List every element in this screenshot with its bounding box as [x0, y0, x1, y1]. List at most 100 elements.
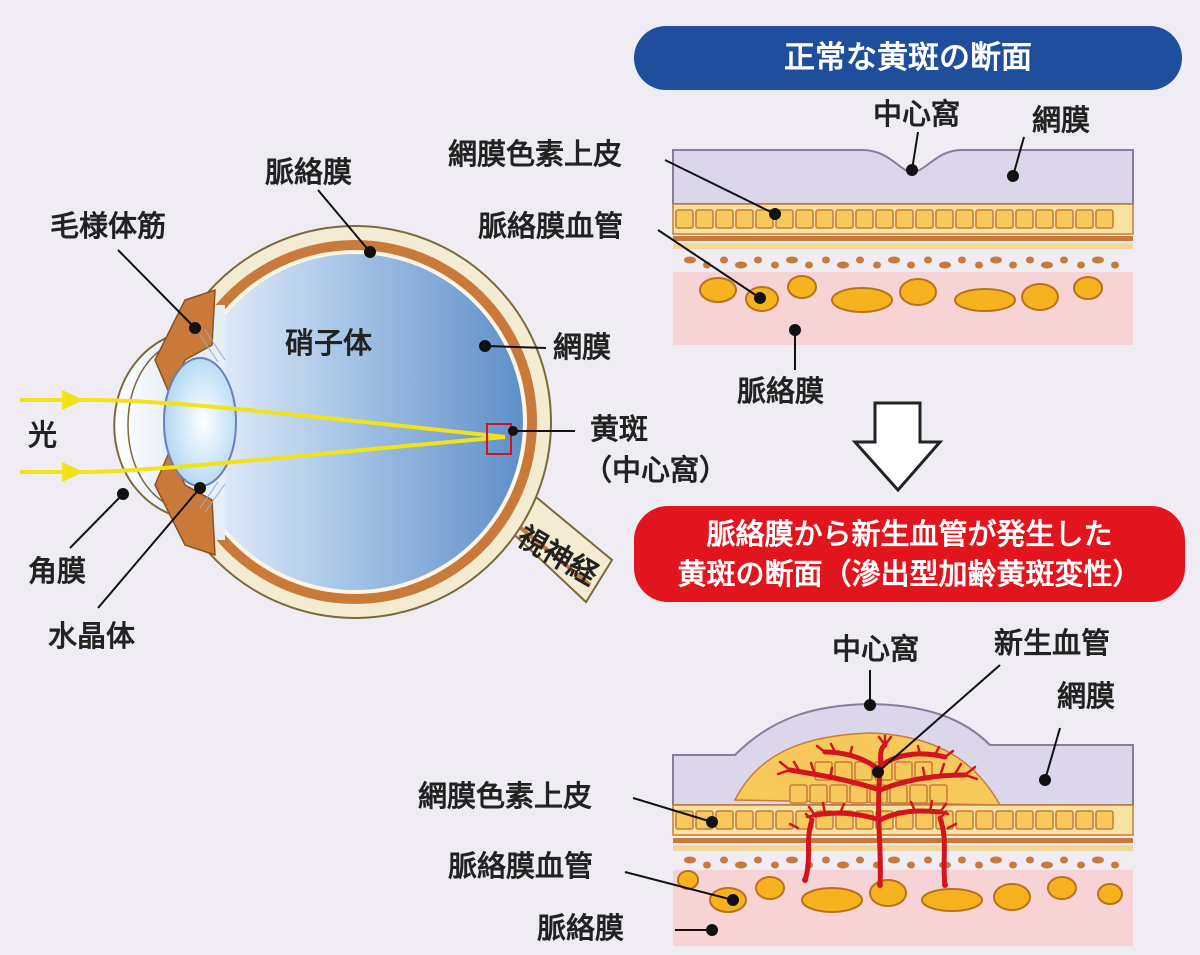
rpe-cell-raised	[789, 784, 808, 804]
small-vessel	[1009, 261, 1017, 269]
rpe-cell	[1035, 209, 1054, 229]
label-new-vessel: 新生血管	[994, 626, 1111, 660]
small-vessel	[856, 256, 864, 264]
rpe-cell	[955, 209, 974, 229]
rpe-cell	[695, 209, 714, 229]
rpe-cell	[855, 209, 874, 229]
small-vessel	[1060, 256, 1068, 264]
label-choroid-vessel-disease: 脈絡膜血管	[448, 849, 594, 883]
small-vessel	[771, 261, 779, 269]
small-vessel	[1092, 856, 1104, 864]
rpe-cell	[995, 209, 1014, 229]
label-ciliary-muscle: 毛様体筋	[50, 209, 167, 243]
label-light: 光	[28, 418, 58, 452]
small-vessel	[822, 256, 830, 264]
small-vessel	[720, 256, 728, 264]
label-rpe-normal: 網膜色素上皮	[448, 137, 623, 171]
label-lens: 水晶体	[48, 619, 136, 653]
label-choroid-vessel-normal: 脈絡膜血管	[478, 209, 624, 243]
small-vessel	[771, 861, 779, 869]
small-vessel	[856, 856, 864, 864]
small-vessel	[754, 256, 762, 264]
small-vessel	[786, 256, 798, 264]
rpe-cell	[775, 810, 794, 830]
rpe-cell	[1015, 810, 1034, 830]
label-retina: 網膜	[553, 330, 612, 364]
label-choroid-disease: 脈絡膜	[537, 911, 625, 945]
rpe-cell-raised	[829, 784, 848, 804]
rpe-cell	[755, 810, 774, 830]
rpe-cell-raised	[894, 761, 913, 781]
small-vessel	[907, 261, 915, 269]
small-vessel	[805, 261, 813, 269]
small-vessel	[1026, 856, 1034, 864]
label-retina-disease: 網膜	[1057, 679, 1116, 713]
small-vessel	[1041, 261, 1053, 269]
rpe-cell-raised	[909, 784, 928, 804]
small-vessel	[1009, 861, 1017, 869]
small-vessel	[1077, 261, 1085, 269]
rpe-cell	[875, 209, 894, 229]
choroid-vessels-disease	[677, 870, 1123, 913]
rpe-cell	[1075, 810, 1094, 830]
rpe-cell	[1055, 209, 1074, 229]
rpe-cell	[715, 209, 734, 229]
small-vessel	[990, 256, 1002, 264]
small-vessel	[720, 856, 728, 864]
rpe-cell	[835, 209, 854, 229]
small-vessel	[924, 856, 932, 864]
rpe-cell	[935, 209, 954, 229]
disease-title-line1: 脈絡膜から新生血管が発生した	[706, 517, 1113, 551]
disease-title-banner: 脈絡膜から新生血管が発生した 黄斑の断面（滲出型加齢黄斑変性）	[634, 506, 1185, 602]
label-fovea-normal: 中心窩	[873, 97, 961, 131]
small-vessel	[888, 256, 900, 264]
rpe-cell	[735, 209, 754, 229]
label-choroid-normal: 脈絡膜	[737, 374, 825, 408]
small-vessel	[1026, 256, 1034, 264]
normal-section	[672, 149, 1134, 345]
label-macula: 黄斑	[590, 412, 649, 446]
small-vessel	[1092, 256, 1104, 264]
small-vessel	[1111, 861, 1119, 869]
rpe-cell-raised	[809, 784, 828, 804]
rpe-cell	[1015, 209, 1034, 229]
small-vessel	[958, 256, 966, 264]
down-arrow	[851, 401, 944, 493]
rpe-cell	[715, 810, 734, 830]
small-vessel	[924, 256, 932, 264]
small-vessel	[939, 261, 951, 269]
rpe-cell	[995, 810, 1014, 830]
rpe-cell	[815, 209, 834, 229]
small-vessel	[754, 856, 762, 864]
small-vessel	[837, 261, 849, 269]
rpe-cell	[795, 209, 814, 229]
rpe-cell	[975, 810, 994, 830]
small-vessel	[786, 856, 798, 864]
small-vessel	[735, 861, 747, 869]
rpe-cell	[1055, 810, 1074, 830]
rpe-cell	[675, 209, 694, 229]
label-fovea-paren: （中心窩）	[583, 453, 729, 487]
small-vessel	[888, 856, 900, 864]
light-rays	[20, 398, 506, 474]
small-vessel	[684, 256, 696, 264]
disease-title-line2: 黄斑の断面（滲出型加齢黄斑変性）	[677, 557, 1142, 591]
rpe-cell	[1095, 209, 1114, 229]
small-vessel	[684, 856, 696, 864]
rpe-cell	[895, 209, 914, 229]
rpe-cell	[955, 810, 974, 830]
small-vessel	[958, 856, 966, 864]
label-choroid: 脈絡膜	[265, 155, 353, 189]
light-arrow-lower	[62, 462, 84, 482]
normal-title-banner: 正常な黄斑の断面	[634, 26, 1182, 90]
small-vessel	[907, 861, 915, 869]
rpe-cell	[915, 209, 934, 229]
rpe-cell	[1035, 810, 1054, 830]
macula-highlight	[486, 423, 512, 455]
small-vessel	[873, 261, 881, 269]
rpe-cell	[1075, 209, 1094, 229]
label-fovea-disease: 中心窩	[832, 632, 920, 666]
rpe-cell	[735, 810, 754, 830]
small-vessel	[975, 861, 983, 869]
